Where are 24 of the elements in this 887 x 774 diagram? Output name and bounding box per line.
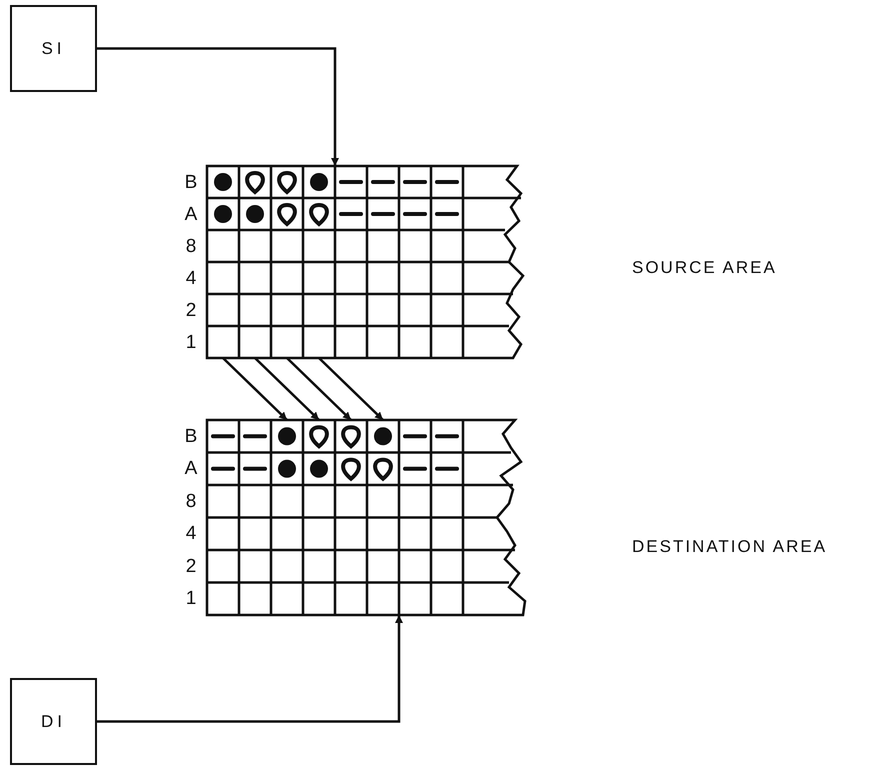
arrow xyxy=(222,357,288,421)
row-label: B xyxy=(184,172,198,192)
arrow xyxy=(286,357,352,421)
arrow xyxy=(97,615,403,723)
row-label: 1 xyxy=(184,589,198,608)
row-label: A xyxy=(184,459,198,478)
register-box xyxy=(10,678,97,765)
arrow xyxy=(254,357,320,421)
register-box xyxy=(10,5,97,92)
row-label: 2 xyxy=(184,300,198,320)
box-label: DI xyxy=(41,712,66,732)
row-label: 1 xyxy=(184,332,198,352)
box-label: SI xyxy=(41,38,66,58)
row-label: A xyxy=(184,204,198,224)
area-label: DESTINATION AREA xyxy=(632,537,828,557)
row-label: 2 xyxy=(184,556,198,576)
arrow xyxy=(318,357,384,421)
row-label: 4 xyxy=(184,268,198,288)
row-label: B xyxy=(184,426,198,446)
row-label: 8 xyxy=(184,492,198,511)
row-label: 4 xyxy=(184,524,198,544)
row-label: 8 xyxy=(184,236,198,256)
arrow xyxy=(97,47,339,166)
area-label: SOURCE AREA xyxy=(632,258,777,278)
